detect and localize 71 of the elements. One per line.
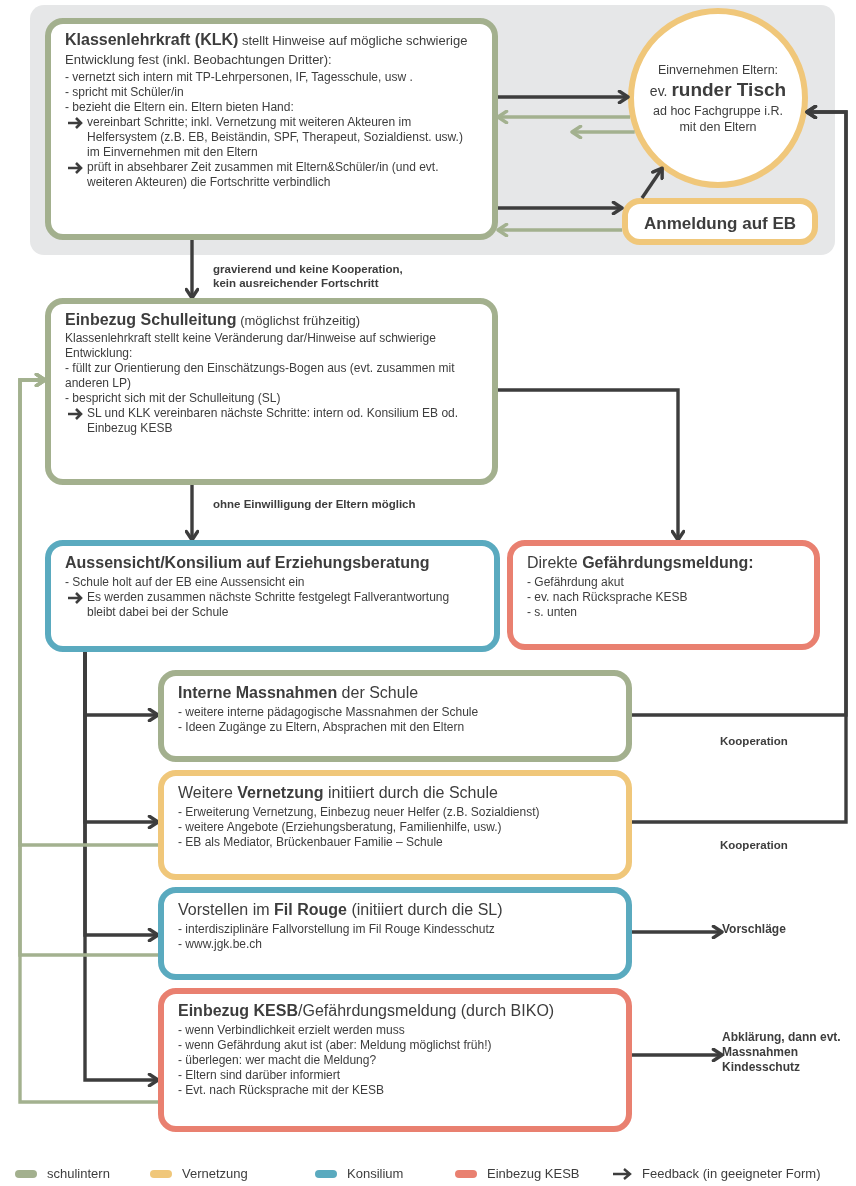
arrow <box>570 124 635 140</box>
legend-label: Konsilium <box>347 1166 404 1181</box>
bullet-text: - bespricht sich mit der Schulleitung (SL) <box>65 391 282 406</box>
card-heading: Interne Massnahmen der Schule <box>178 683 420 703</box>
bullet-text: - weitere interne pädagogische Massnahmen der Schule <box>178 705 480 720</box>
card-text: Anmeldung auf EB <box>642 214 798 234</box>
arrow <box>18 372 158 1104</box>
card-heading: Weitere Vernetzung initiiert durch die Schule <box>178 783 499 803</box>
edge-label: gravierend und keine Kooperation, kein ausreichender Fortschritt <box>213 262 404 290</box>
arrow <box>498 388 686 542</box>
card-text: SL und KLK vereinbaren nächste Schritte: intern od. Konsilium EB od. Einbezug KESB <box>87 406 460 436</box>
bullet-text: - Schule holt auf der EB eine Aussensicht ein <box>65 575 306 590</box>
arrow <box>632 1047 724 1063</box>
card-heading: Einbezug KESB/Gefährdungsmeldung (durch BIKO) <box>178 1001 556 1021</box>
card-heading: Klassenlehrkraft (KLK) stellt Hinweise auf mögliche schwierige Entwicklung fest (inkl. Beobachtungen Dritter): <box>65 30 469 69</box>
bullet-text: - Gefährdung akut <box>527 575 625 590</box>
step-card <box>158 988 632 1132</box>
arrow <box>632 924 724 940</box>
bullet-text: - spricht mit Schüler/in <box>65 85 185 100</box>
bullet-text: - s. unten <box>527 605 579 620</box>
legend-label: Feedback (in geeigneter Form) <box>642 1166 821 1181</box>
card-text: ad hoc Fachgruppe i.R. mit den Eltern <box>652 102 784 135</box>
legend-label: Vernetzung <box>182 1166 248 1181</box>
result-text: Abklärung, dann evt. Massnahmen Kindesschutz <box>722 1030 842 1075</box>
card-text: Klassenlehrkraft stellt keine Veränderung dar/Hinweise auf schwierige Entwicklung: <box>65 331 437 361</box>
step-card <box>45 540 500 652</box>
arrow <box>640 166 664 199</box>
arrow <box>83 652 160 1088</box>
card-heading: Einbezug Schulleitung (möglichst frühzeitig) <box>65 310 362 330</box>
bullet-text: - Erweiterung Vernetzung, Einbezug neuer Helfer (z.B. Sozialdienst) <box>178 805 541 820</box>
bullet-text: - interdisziplinäre Fallvorstellung im Fil Rouge Kindesschutz <box>178 922 496 937</box>
card-text: Einvernehmen Eltern: <box>657 61 779 78</box>
bullet-text: - wenn Verbindlichkeit erzielt werden muss <box>178 1023 406 1038</box>
card-text: Es werden zusammen nächste Schritte festgelegt Fallverantwortung bleibt dabei bei der Schule <box>87 590 451 620</box>
step-card <box>45 298 498 485</box>
edge-label: Kooperation <box>720 838 788 852</box>
edge-label: ohne Einwilligung der Eltern möglich <box>213 497 416 511</box>
step-card <box>158 670 632 762</box>
background-panel <box>30 5 835 255</box>
bullet-text: - weitere Angebote (Erziehungsberatung, Familienhilfe, usw.) <box>178 820 503 835</box>
arrow <box>184 240 200 300</box>
bullet-text: - überlegen: wer macht die Meldung? <box>178 1053 378 1068</box>
arrow <box>184 485 200 542</box>
bullet-text: - füllt zur Orientierung den Einschätzungs-Bogen aus (evt. zusammen mit anderen LP) <box>65 361 456 391</box>
legend-label: Einbezug KESB <box>487 1166 580 1181</box>
card-text: ev. runder Tisch <box>649 77 787 102</box>
edge-label: Kooperation <box>720 734 788 748</box>
bullet-text: - Eltern sind darüber informiert <box>178 1068 342 1083</box>
arrow <box>496 109 631 125</box>
bullet-text: - EB als Mediator, Brückenbauer Familie – Schule <box>178 835 444 850</box>
arrow <box>498 200 624 216</box>
card-heading: Aussensicht/Konsilium auf Erziehungsberatung <box>65 553 431 573</box>
card-text: prüft in absehbarer Zeit zusammen mit Eltern&Schüler/in (und evt. weiteren Akteuren) die Fortschritte verbindlich <box>87 160 440 190</box>
step-card <box>507 540 820 650</box>
step-card <box>45 18 498 240</box>
step-card <box>622 198 818 245</box>
card-heading: Direkte Gefährdungsmeldung: <box>527 553 755 573</box>
arrow <box>496 222 622 238</box>
bullet-text: - www.jgk.be.ch <box>178 937 264 952</box>
result-text: Vorschläge <box>722 922 787 937</box>
arrow <box>498 89 630 105</box>
bullet-text: - vernetzt sich intern mit TP-Lehrpersonen, IF, Tagesschule, usw . <box>65 70 414 85</box>
card-heading: Vorstellen im Fil Rouge (initiiert durch die SL) <box>178 900 504 920</box>
bullet-text: - bezieht die Eltern ein. Eltern bieten Hand: <box>65 100 295 115</box>
bullet-text: - Evt. nach Rücksprache mit der KESB <box>178 1083 386 1098</box>
legend-label: schulintern <box>47 1166 110 1181</box>
step-card <box>158 770 632 880</box>
bullet-text: - ev. nach Rücksprache KESB <box>527 590 689 605</box>
step-card <box>158 887 632 980</box>
bullet-text: - wenn Gefährdung akut ist (aber: Meldung möglichst früh!) <box>178 1038 493 1053</box>
bullet-text: - Ideen Zugänge zu Eltern, Absprachen mit den Eltern <box>178 720 466 735</box>
